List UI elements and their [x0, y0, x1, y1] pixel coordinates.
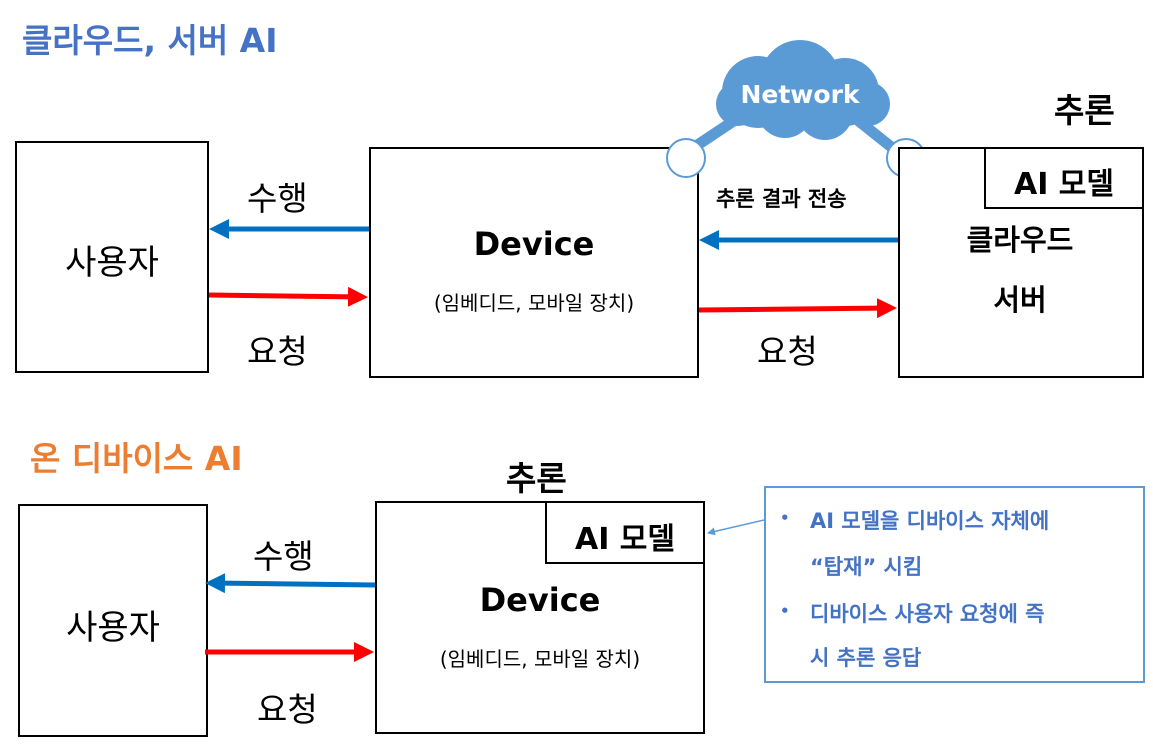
server-line-2: 서버 — [993, 283, 1047, 317]
top-request-label-right: 요청 — [757, 332, 818, 371]
top-user-label: 사용자 — [65, 243, 159, 283]
bottom-perform-arrow — [205, 573, 376, 594]
bottom-request-label: 요청 — [257, 690, 318, 729]
network-cloud-icon — [716, 40, 890, 140]
note-bullet-2: • — [780, 602, 790, 620]
note-line-3: 디바이스 사용자 요청에 즉 — [810, 602, 1045, 626]
bottom-ai-model-box: AI 모델 — [545, 501, 705, 564]
top-ai-model-box: AI 모델 — [984, 147, 1144, 209]
top-device-subtitle: (임베디드, 모바일 장치) — [433, 291, 635, 315]
bottom-user-label: 사용자 — [66, 608, 160, 648]
top-user-box: 사용자 — [15, 141, 209, 373]
top-request-label-left: 요청 — [247, 332, 308, 371]
top-request-arrow-right — [698, 298, 897, 319]
note-line-4: 시 추론 응답 — [810, 646, 922, 670]
inference-result-label: 추론 결과 전송 — [716, 187, 847, 211]
top-device-title: Device — [473, 225, 595, 263]
top-ai-model-label: AI 모델 — [1013, 167, 1115, 202]
bottom-perform-label: 수행 — [253, 537, 314, 576]
top-device-box: Device (임베디드, 모바일 장치) — [369, 147, 699, 378]
network-node-left — [666, 138, 706, 178]
top-request-arrow-left — [208, 286, 368, 307]
note-line-2: “탑재” 시킴 — [810, 555, 923, 579]
on-device-note-box: • AI 모델을 디바이스 자체에 “탑재” 시킴 • 디바이스 사용자 요청에… — [764, 486, 1145, 683]
note-bullet-1: • — [780, 509, 790, 527]
network-label: Network — [740, 80, 860, 109]
bottom-user-box: 사용자 — [18, 504, 208, 737]
bottom-device-title: Device — [479, 581, 601, 619]
cloud-section-title: 클라우드, 서버 AI — [22, 21, 278, 60]
on-device-section-title: 온 디바이스 AI — [30, 439, 243, 478]
note-line-1: AI 모델을 디바이스 자체에 — [810, 509, 1050, 533]
top-perform-label: 수행 — [247, 179, 308, 218]
note-pointer-arrow — [707, 519, 765, 536]
top-inference-label: 추론 — [1054, 91, 1115, 130]
bottom-device-subtitle: (임베디드, 모바일 장치) — [439, 647, 641, 671]
server-line-1: 클라우드 — [966, 223, 1074, 257]
bottom-ai-model-label: AI 모델 — [574, 522, 676, 557]
bottom-inference-label: 추론 — [506, 459, 567, 498]
